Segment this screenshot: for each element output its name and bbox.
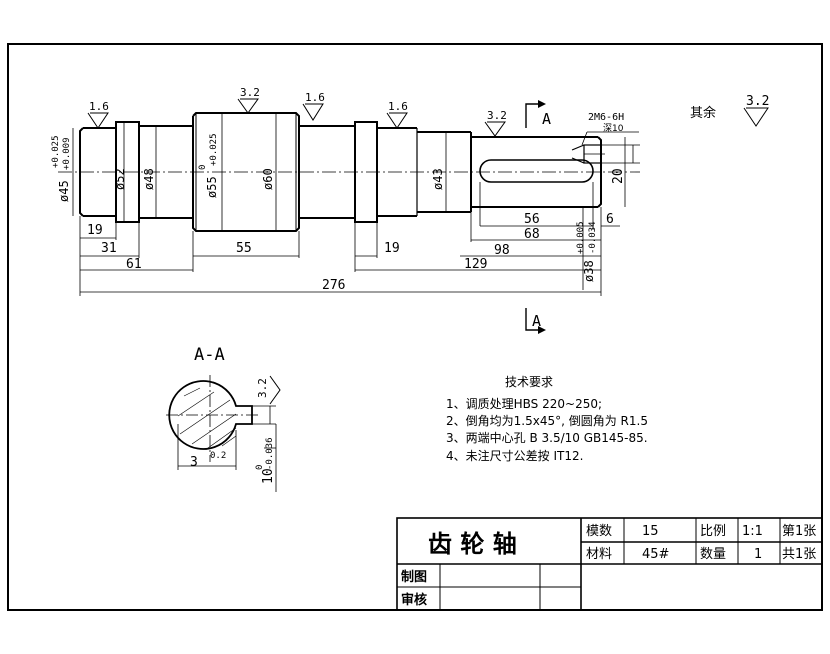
section-key-width: 3 — [190, 455, 198, 470]
qty-label: 数量 — [700, 547, 726, 562]
dim-d38-tol-lower: -0.034 — [588, 221, 598, 254]
section-roughness — [269, 375, 281, 405]
section-title: A-A — [194, 345, 225, 365]
dim-len-6: 6 — [606, 212, 614, 227]
scale-value: 1:1 — [742, 524, 763, 539]
dim-len-19a: 19 — [87, 223, 103, 238]
dim-len-56: 56 — [524, 212, 540, 227]
sheet-total: 共1张 — [782, 547, 816, 562]
qty-value: 1 — [754, 547, 762, 562]
tech-item-2: 2、倒角均为1.5x45°, 倒圆角为 R1.5 — [446, 414, 648, 428]
dim-d38-tol-upper: +0.005 — [576, 221, 586, 254]
section-marker-bottom: A — [532, 312, 541, 330]
part-name: 齿 轮 轴 — [428, 530, 517, 558]
drawn-label: 制图 — [401, 569, 427, 585]
length-dimension-lines — [79, 182, 620, 296]
roughness-2: 3.2 — [240, 86, 260, 99]
thread-depth: 深10 — [603, 123, 624, 134]
dim-d45-tol-lower: +0.009 — [62, 137, 72, 170]
section-markers — [525, 103, 538, 331]
section-depth-tol-upper: 0 — [255, 465, 265, 470]
section-roughness-value: 3.2 — [256, 378, 269, 398]
dim-len-276: 276 — [322, 278, 345, 293]
roughness-1: 1.6 — [89, 100, 109, 113]
tech-item-4: 4、未注尺寸公差按 IT12. — [446, 448, 583, 463]
roughness-5: 3.2 — [487, 109, 507, 122]
tech-item-1: 1、调质处理HBS 220~250; — [446, 397, 602, 411]
dim-keyway-20: 20 — [611, 168, 626, 184]
dim-len-98: 98 — [494, 243, 510, 258]
dim-d55-tol-lower: 0 — [198, 165, 208, 170]
dim-d38: ø38 — [582, 260, 596, 282]
sheet-number: 第1张 — [782, 524, 816, 539]
section-hatch — [177, 387, 237, 449]
roughness-symbols — [87, 98, 769, 137]
module-label: 模数 — [586, 524, 612, 539]
dim-d45: ø45 — [57, 180, 71, 202]
material-value: 45# — [642, 547, 669, 562]
roughness-4: 1.6 — [388, 100, 408, 113]
title-block — [396, 517, 823, 611]
roughness-rest-label: 其余 — [690, 105, 716, 121]
dim-len-129: 129 — [464, 257, 487, 272]
dim-len-19b: 19 — [384, 241, 400, 256]
material-label: 材料 — [586, 547, 612, 562]
section-key-width-tol: 0.2 — [210, 451, 226, 461]
roughness-3: 1.6 — [305, 91, 325, 104]
roughness-rest-value: 3.2 — [746, 94, 769, 109]
section-depth-tol-lower: -0.036 — [265, 437, 275, 470]
dim-len-68: 68 — [524, 227, 540, 242]
scale-label: 比例 — [700, 524, 726, 539]
dim-d48: ø48 — [142, 168, 156, 190]
dim-d52: ø52 — [113, 168, 127, 190]
section-view — [166, 375, 260, 462]
dim-d55: ø55 — [205, 176, 219, 198]
shaft-outline — [58, 112, 640, 232]
threaded-hole — [571, 144, 605, 164]
section-marker-top: A — [542, 110, 551, 128]
dim-d60: ø60 — [261, 168, 275, 190]
dim-d43: ø43 — [431, 168, 445, 190]
module-value: 15 — [642, 524, 659, 539]
dim-d55-tol-upper: +0.025 — [209, 133, 219, 166]
dim-d45-tol-upper: +0.025 — [51, 135, 61, 168]
thread-callout: 2M6-6H — [588, 112, 624, 123]
section-depth: 10 — [261, 468, 276, 484]
dim-len-55: 55 — [236, 241, 252, 256]
tech-item-3: 3、两端中心孔 B 3.5/10 GB145-85. — [446, 430, 648, 445]
tech-heading: 技术要求 — [505, 375, 553, 389]
dim-len-61: 61 — [126, 257, 142, 272]
dim-len-31: 31 — [101, 241, 117, 256]
check-label: 审核 — [401, 592, 427, 608]
